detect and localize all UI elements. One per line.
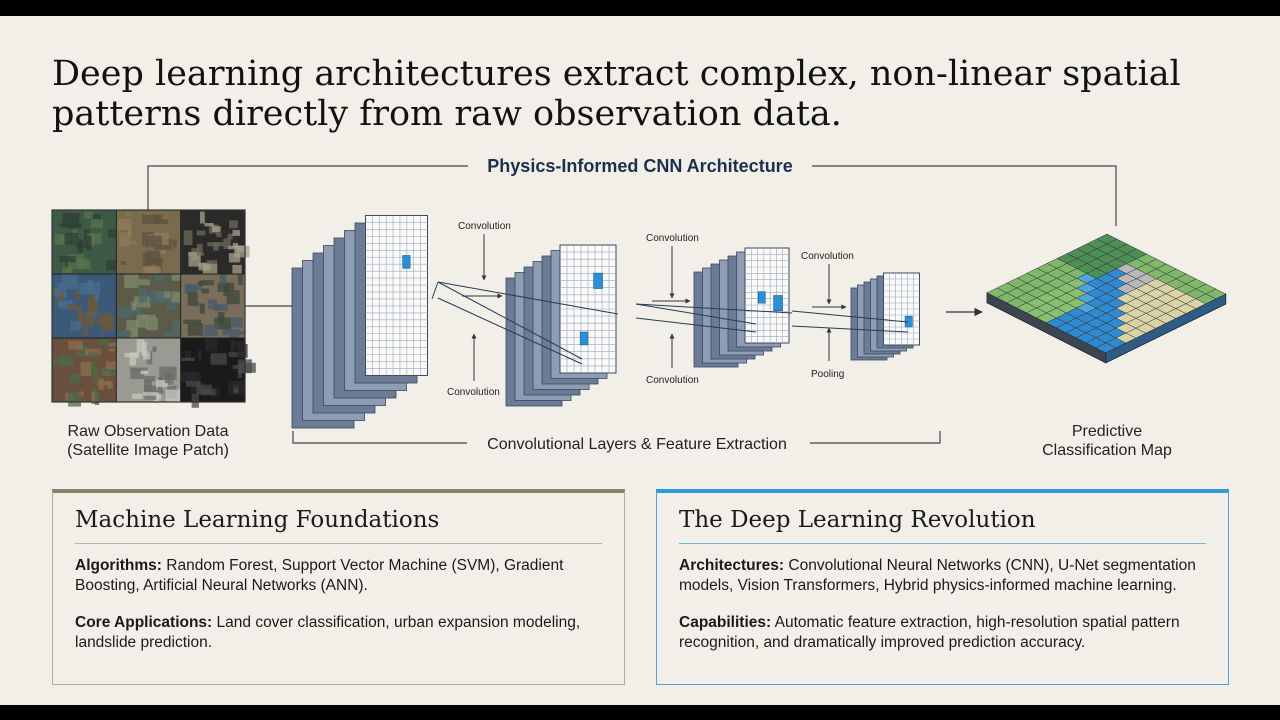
conv-layer-stacks [291,215,920,429]
feature-map-front [744,247,790,344]
connection-line [437,281,583,360]
connection-line [791,325,909,333]
dl-capabilities-label: Capabilities: [679,614,772,631]
dl-architectures-text: Convolutional Neural Networks (CNN), U-N… [679,557,1196,594]
feature-connections [431,281,909,365]
slide: Deep learning architectures extract comp… [0,16,1280,705]
layers-bracket-right [810,431,941,444]
input-caption-line-2: (Satellite Image Patch) [67,442,229,459]
machine-learning-foundations-panel: Machine Learning Foundations Algorithms:… [52,489,625,685]
headline: Deep learning architectures extract comp… [52,54,1232,134]
dl-architectures-label: Architectures: [679,557,785,574]
convolution-label-top-2: Convolution [646,233,699,244]
headline-line-1: Deep learning architectures extract comp… [52,54,1181,94]
convolution-label-top-3: Convolution [801,251,854,262]
convolution-label-bottom-2: Convolution [646,375,699,386]
layers-caption: Convolutional Layers & Feature Extractio… [487,436,787,453]
ml-panel-divider [75,543,602,544]
ml-applications-text: Land cover classification, urban expansi… [75,614,581,651]
dl-architectures-paragraph: Architectures: Convolutional Neural Netw… [679,556,1206,595]
feature-map-front [365,215,428,376]
dl-capabilities-paragraph: Capabilities: Automatic feature extracti… [679,613,1206,652]
input-caption-line-1: Raw Observation Data [68,423,229,440]
ml-applications-paragraph: Core Applications: Land cover classifica… [75,613,602,652]
connection-line [437,297,583,365]
predictive-classification-map [986,233,1227,364]
connection-line [437,281,619,315]
ml-algorithms-paragraph: Algorithms: Random Forest, Support Vecto… [75,556,602,595]
output-caption-line-1: Predictive [1072,423,1142,440]
connection-line [635,303,757,325]
convolution-label-bottom-1: Convolution [447,387,500,398]
headline-line-2: patterns directly from raw observation d… [52,94,842,134]
deep-learning-revolution-panel: The Deep Learning Revolution Architectur… [656,489,1229,685]
connection-line [635,303,793,314]
feature-map-front [883,272,920,346]
layers-bracket-left [292,431,467,444]
ml-panel-title: Machine Learning Foundations [75,507,440,533]
ml-applications-label: Core Applications: [75,614,213,631]
ml-algorithms-label: Algorithms: [75,557,162,574]
ml-algorithms-text: Random Forest, Support Vector Machine (S… [75,557,564,594]
connection-line [635,317,757,333]
satellite-image-patch [51,209,256,408]
architecture-title: Physics-Informed CNN Architecture [487,156,792,176]
cnn-architecture-diagram: Physics-Informed CNN Architecture Convol… [51,156,1227,459]
dl-capabilities-text: Automatic feature extraction, high-resol… [679,614,1180,651]
pooling-label: Pooling [811,369,844,380]
dl-panel-divider [679,543,1206,544]
convolution-label-top-1: Convolution [458,221,511,232]
connection-line [791,310,909,323]
output-caption-line-2: Classification Map [1042,442,1172,459]
title-bracket-left [147,165,468,210]
convolution-annotations: Convolution Convolution Convolution Conv… [447,221,983,398]
dl-panel-title: The Deep Learning Revolution [679,507,1036,533]
title-bracket-right [812,165,1117,226]
